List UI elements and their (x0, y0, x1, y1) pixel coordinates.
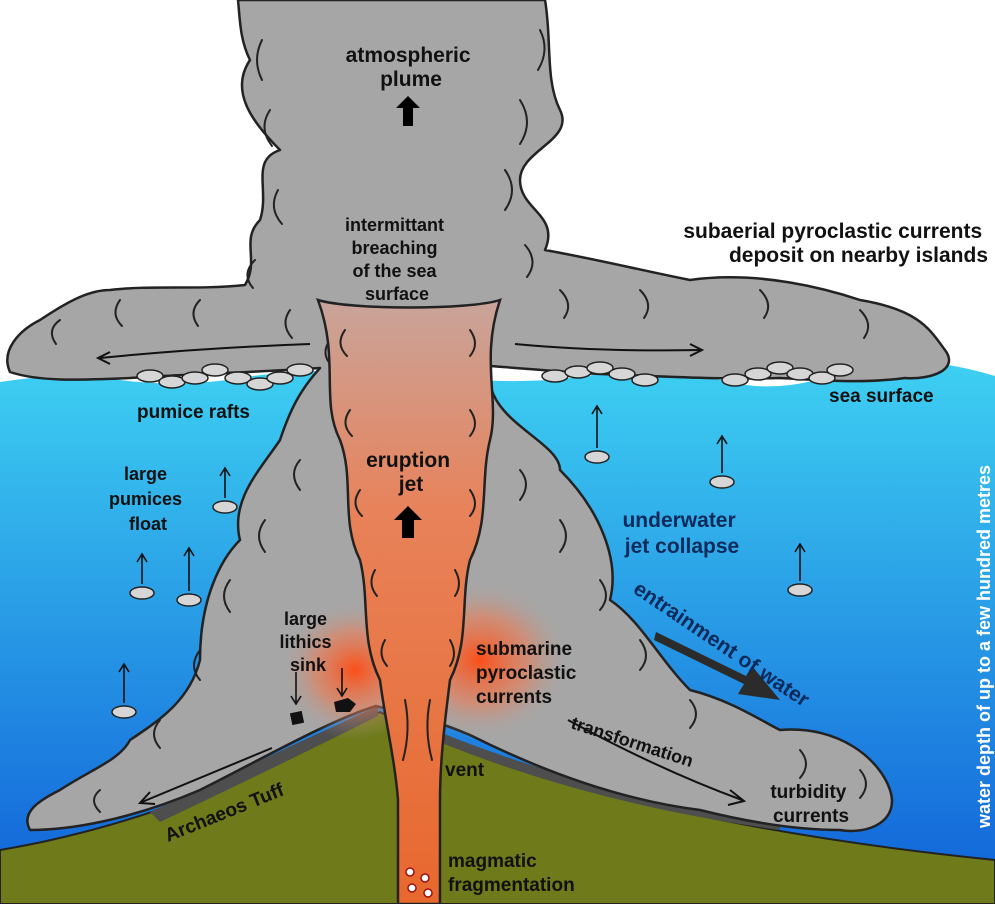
jet-up-arrow (394, 506, 422, 538)
label-underwater-jet-collapse: underwater jet collapse (622, 509, 741, 558)
pumice-rafts-right (541, 361, 854, 387)
entrainment-arrow (654, 632, 780, 700)
label-atmospheric-plume: atmospheric plume (346, 44, 477, 91)
label-vent: vent (445, 760, 485, 781)
rising-pumices (111, 450, 813, 719)
label-intermittant-breaching: intermittant breaching of the sea surfac… (345, 215, 449, 304)
plume-up-arrow (396, 96, 420, 126)
label-magmatic-fragmentation: magmatic fragmentation (448, 851, 575, 896)
label-turbidity-currents: turbidity currents (770, 782, 851, 827)
rising-arrows (118, 404, 806, 703)
label-water-depth: water depth of up to a few hundred metre… (974, 465, 994, 829)
spread-arrows (95, 343, 747, 806)
label-large-pumices-float: large pumices float (109, 464, 187, 534)
sinking-lithics (289, 668, 356, 726)
vesicles (405, 867, 433, 898)
label-eruption-jet: eruption jet (366, 449, 456, 496)
label-large-lithics-sink: large lithics sink (279, 609, 336, 675)
label-submarine-currents: submarine pyroclastic currents (476, 639, 582, 708)
label-subaerial-currents: subaerial pyroclastic currents deposit o… (683, 220, 988, 267)
label-pumice-rafts: pumice rafts (137, 402, 250, 423)
label-sea-surface: sea surface (829, 386, 934, 407)
archaeos-tuff-layer (150, 706, 378, 822)
jet-texture (339, 329, 476, 761)
pumice-rafts-left (136, 363, 314, 391)
eruption-jet (315, 298, 502, 904)
